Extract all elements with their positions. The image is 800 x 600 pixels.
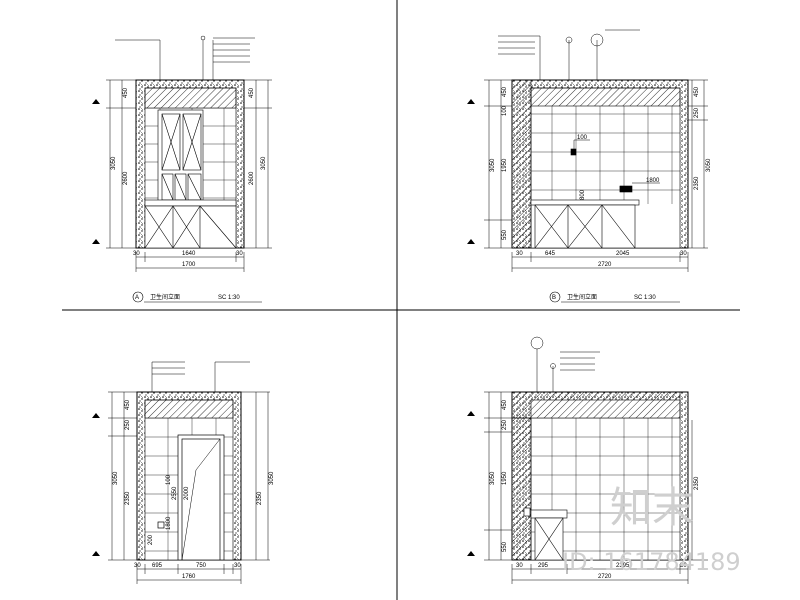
elevation-title: 卫生间立面 (567, 293, 597, 301)
dim-bottom-3: 2045 (616, 251, 630, 257)
dim-inner-2: 2550 (172, 486, 178, 500)
wall-tiles-b (531, 106, 680, 204)
dim-bottom-1: 30 (133, 251, 140, 257)
elevation-marker-label: B (552, 295, 556, 301)
dim-left-1: 450 (502, 86, 508, 97)
level-marker-icon (92, 413, 100, 556)
dim-left-3: 3050 (111, 156, 117, 170)
dimension-lines-a (106, 79, 272, 272)
left-wall-hatch-b (511, 79, 532, 249)
elevation-panel-d: 450 250 3050 1950 550 2350 30 295 2395 3… (467, 336, 708, 584)
dim-left-3: 1950 (502, 158, 508, 172)
dim-right-1: 2350 (694, 476, 700, 490)
dim-inner-3: 800 (580, 189, 586, 200)
annotation-leaders-b (498, 29, 640, 80)
dim-right-2: 2600 (249, 171, 255, 185)
annotation-leaders-d (530, 336, 600, 392)
dim-left-5: 550 (502, 541, 508, 552)
elevation-scale: SC 1:30 (218, 295, 240, 301)
elevation-scale: SC 1:30 (634, 295, 656, 301)
level-marker-icon (467, 99, 475, 244)
elevation-marker-label: A (135, 295, 139, 301)
dim-left-1: 450 (123, 87, 129, 98)
ceiling-band-a (144, 87, 237, 109)
dim-inner-1: 100 (166, 474, 172, 485)
dim-left-2: 2600 (123, 171, 129, 185)
dim-bottom-4: 30 (680, 563, 687, 569)
dim-bottom-3: 2395 (616, 563, 630, 569)
dim-total: 1760 (182, 574, 196, 580)
dimension-lines-d (484, 391, 708, 584)
elevation-title: 卫生间立面 (150, 293, 180, 301)
door-c (157, 434, 225, 561)
dim-bottom-2: 295 (538, 563, 549, 569)
dim-left-3: 3050 (490, 471, 496, 485)
elevation-panel-c: 450 250 3050 2350 3050 2350 100 2550 180… (92, 361, 275, 584)
dim-right-2: 2350 (257, 491, 263, 505)
dim-bottom-4: 30 (234, 563, 241, 569)
dim-left-2: 250 (125, 419, 131, 430)
left-wall-hatch-d (511, 417, 532, 561)
dim-bottom-2: 1640 (182, 251, 196, 257)
dim-bottom-3: 750 (196, 563, 207, 569)
ceiling-band-b (530, 87, 681, 107)
dim-left-1: 450 (502, 399, 508, 410)
dim-right-1: 3050 (269, 471, 275, 485)
vanity-cabinet-a (144, 199, 237, 249)
dim-left-2: 100 (502, 105, 508, 116)
elevation-panel-b: 450 100 1950 3050 550 450 250 2350 3050 … (467, 29, 712, 303)
dim-bottom-4: 30 (680, 251, 687, 257)
dim-right-1: 450 (694, 86, 700, 97)
dim-left-3: 3050 (113, 471, 119, 485)
dim-total: 2720 (598, 262, 612, 268)
dim-left-1: 450 (125, 399, 131, 410)
dim-left-4: 3050 (490, 158, 496, 172)
dimension-lines-b (484, 79, 708, 272)
ceiling-band-c (144, 399, 234, 419)
level-marker-icon (467, 411, 475, 556)
dim-inner-1: 100 (577, 135, 588, 141)
dim-bottom-2: 645 (545, 251, 556, 257)
dim-bottom-1: 30 (516, 563, 523, 569)
dim-total: 2720 (598, 574, 612, 580)
watermark: 知末 ID: 161784189 (562, 483, 741, 576)
elevation-marker (132, 291, 144, 303)
dim-inner-2: 1800 (646, 178, 660, 184)
dimension-lines-c (108, 391, 270, 584)
fixtures-b (530, 148, 640, 249)
dim-bottom-1: 30 (516, 251, 523, 257)
dim-right-3: 3050 (261, 156, 267, 170)
dim-left-2: 250 (502, 419, 508, 430)
dim-left-4: 1950 (502, 471, 508, 485)
dim-right-1: 450 (249, 87, 255, 98)
elevation-marker (549, 291, 561, 303)
dim-bottom-1: 30 (134, 563, 141, 569)
dim-left-4: 2350 (125, 491, 131, 505)
dim-bottom-2: 695 (152, 563, 163, 569)
dim-bottom-3: 30 (236, 251, 243, 257)
annotation-leaders-c (151, 361, 250, 392)
dim-right-2: 250 (694, 107, 700, 118)
watermark-id: ID: 161784189 (562, 548, 741, 576)
level-marker-icon (92, 99, 100, 244)
fixtures-d (523, 507, 568, 561)
ceiling-band-d (511, 391, 681, 419)
dim-inner-3: 1800 (166, 516, 172, 530)
dim-inner-4: 2000 (184, 486, 190, 500)
watermark-logo: 知末 (610, 483, 694, 532)
dim-total: 1700 (182, 262, 196, 268)
dim-left-5: 550 (502, 229, 508, 240)
mirror-cabinet-a (157, 109, 204, 205)
dim-right-3: 2350 (694, 176, 700, 190)
dim-right-4: 3050 (706, 158, 712, 172)
dim-inner-5: 200 (148, 534, 154, 545)
elevation-panel-a: 450 2600 3050 450 2600 3050 30 1640 30 1… (92, 35, 272, 303)
annotation-leaders-a (115, 35, 255, 80)
